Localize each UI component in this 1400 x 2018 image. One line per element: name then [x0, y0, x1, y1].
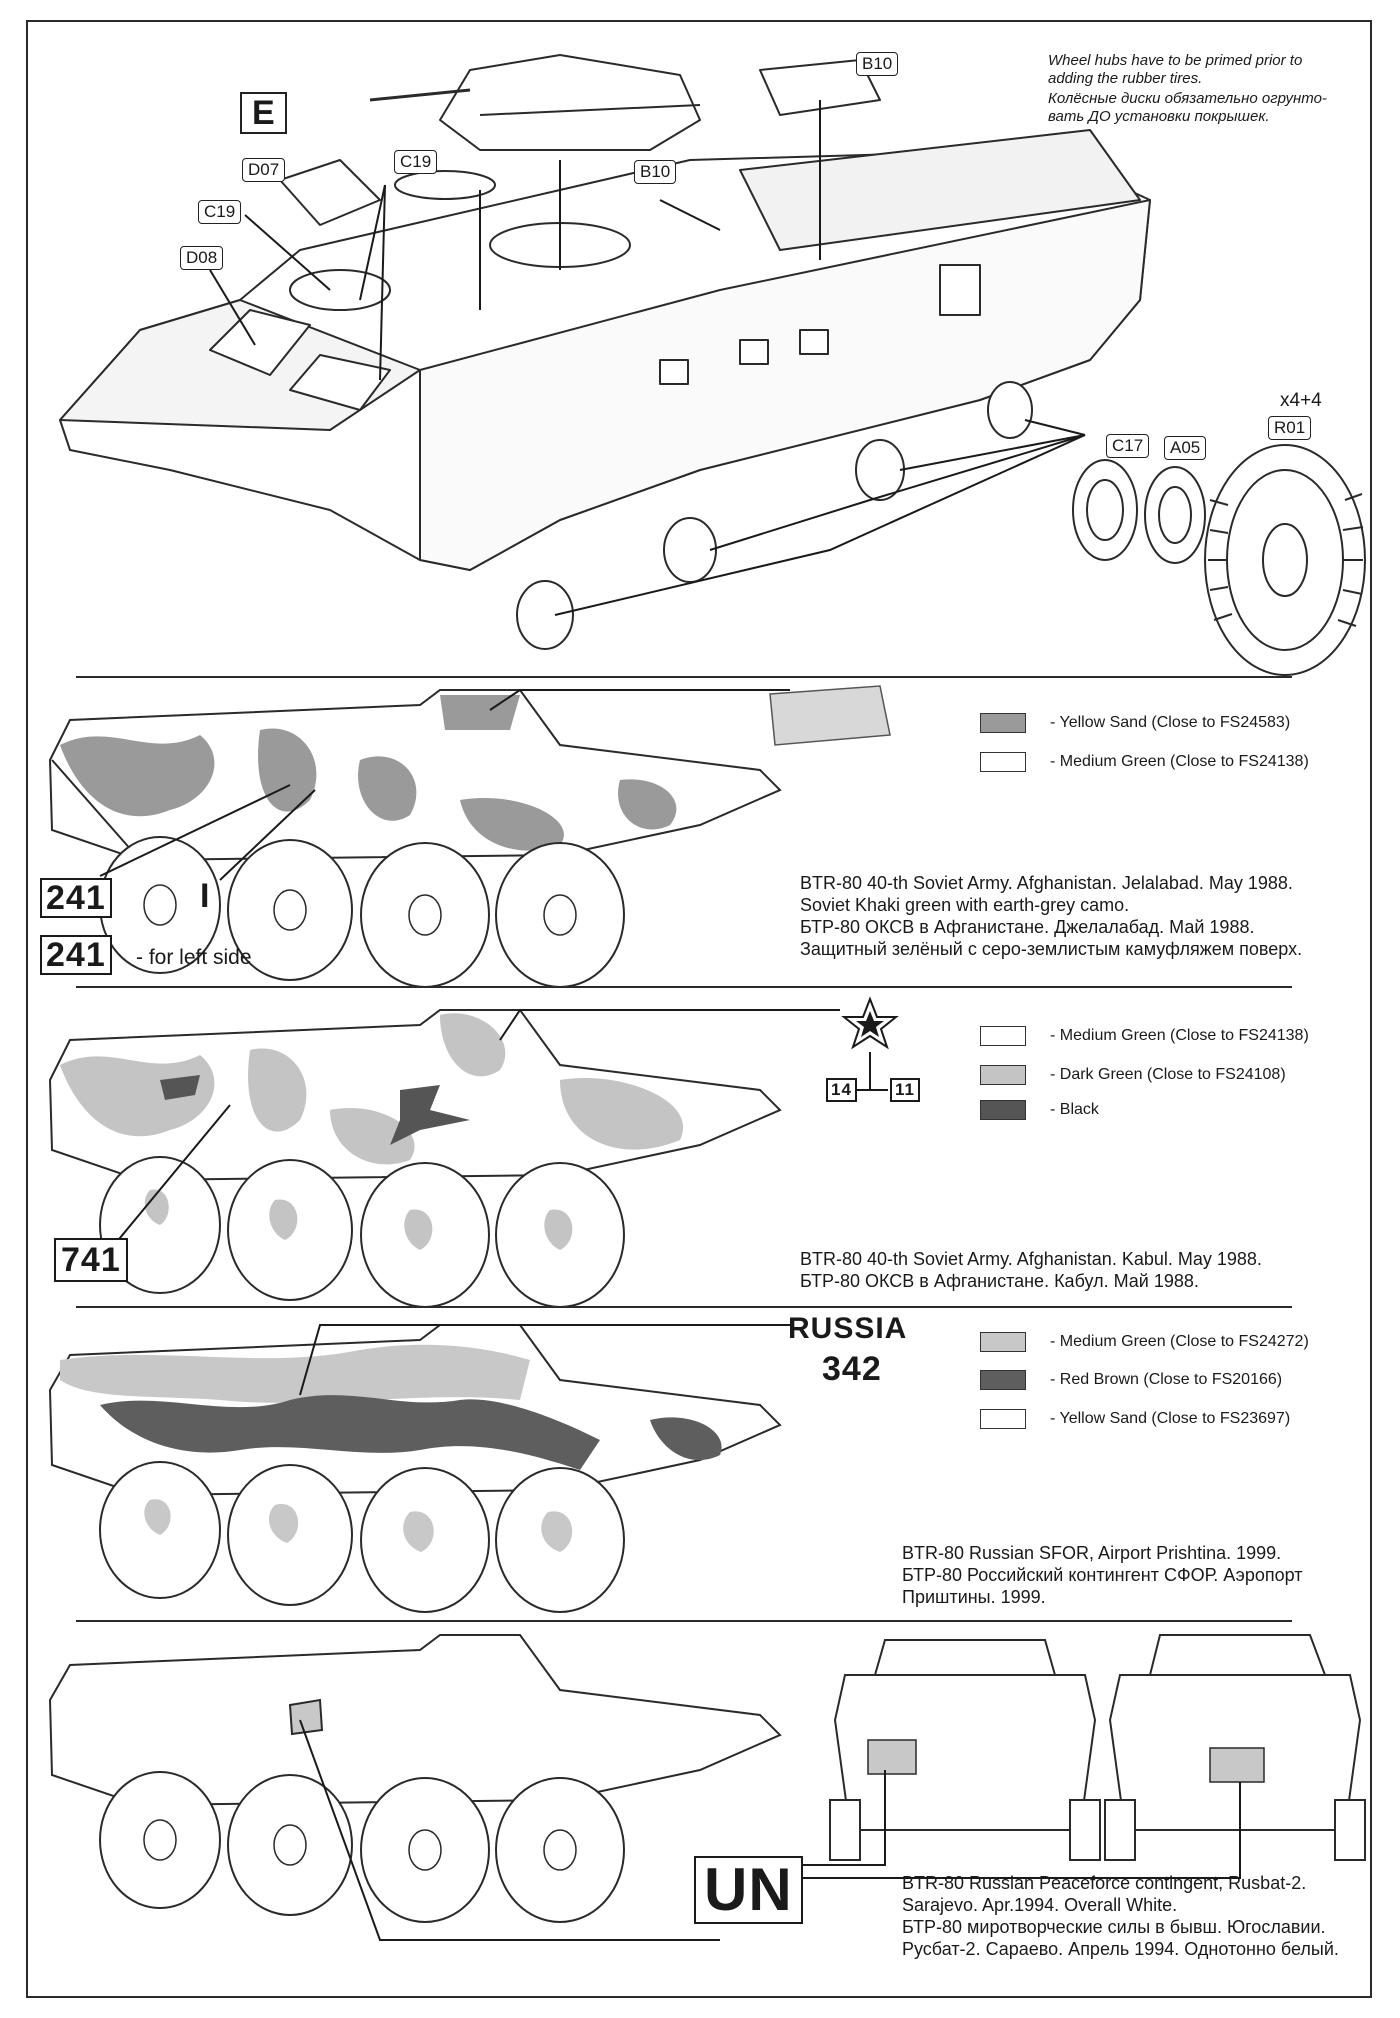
- part-label-b10-top: B10: [856, 52, 899, 76]
- marking-241-right: 241: [40, 878, 112, 918]
- scheme-3-caption-3: Приштины. 1999.: [902, 1587, 1046, 1607]
- scheme-2-caption-1: BTR-80 40-th Soviet Army. Afghanistan. K…: [800, 1249, 1262, 1269]
- part-label-c17: C17: [1106, 434, 1150, 458]
- separator-2: [76, 986, 1292, 988]
- part-label-b10-mid: B10: [634, 160, 677, 184]
- separator-1: [76, 676, 1292, 678]
- scheme-1-caption-2: Soviet Khaki green with earth-grey camo.: [800, 895, 1130, 915]
- swatch: [980, 1409, 1026, 1429]
- part-label-d08: D08: [180, 246, 224, 270]
- tire-quantity: x4+4: [1280, 390, 1322, 411]
- swatch: [980, 1332, 1026, 1352]
- swatch: [980, 1026, 1026, 1046]
- marking-241-left: 241: [40, 935, 112, 975]
- wheel-hub-note-en-2: adding the rubber tires.: [1048, 70, 1203, 87]
- scheme-4-caption-1: BTR-80 Russian Peaceforce contingent, Ru…: [902, 1873, 1307, 1893]
- marking-741: 741: [54, 1238, 128, 1282]
- wheel-hub-note-en-1: Wheel hubs have to be primed prior to: [1048, 52, 1303, 69]
- swatch: [980, 752, 1026, 772]
- assembly-drawing: [59, 54, 1366, 676]
- part-label-a05: A05: [1164, 436, 1207, 460]
- wheel-hub-note-ru-1: Колёсные диски обязательно огрунто-: [1048, 90, 1327, 107]
- marking-14: 14: [826, 1078, 857, 1102]
- scheme-4-caption-3: БТР-80 миротворческие силы в бывш. Югосл…: [902, 1917, 1326, 1937]
- part-label-d07: D07: [242, 158, 286, 182]
- swatch: [980, 713, 1026, 733]
- part-label-c19-lower: C19: [198, 200, 242, 224]
- marking-11: 11: [890, 1078, 920, 1102]
- swatch: [980, 1100, 1026, 1120]
- marking-342: 342: [822, 1350, 882, 1388]
- swatch: [980, 1065, 1026, 1085]
- scheme-2-caption-2: БТР-80 ОКСВ в Афганистане. Кабул. Май 19…: [800, 1271, 1199, 1291]
- scheme-3-caption-2: БТР-80 Российский контингент СФОР. Аэроп…: [902, 1565, 1303, 1585]
- page-frame: [26, 20, 1372, 1998]
- separator-3: [76, 1306, 1292, 1308]
- scheme-3-caption-1: BTR-80 Russian SFOR, Airport Prishtina. …: [902, 1543, 1282, 1563]
- wheel-hub-note-ru-2: вать ДО установки покрышек.: [1048, 108, 1270, 125]
- separator-4: [76, 1620, 1292, 1622]
- marking-un: UN: [694, 1856, 803, 1924]
- scheme-1-caption-3: БТР-80 ОКСВ в Афганистане. Джелалабад. М…: [800, 917, 1255, 937]
- marking-roman-one: I: [200, 877, 211, 915]
- swatch: [980, 1370, 1026, 1390]
- scheme-1-caption-1: BTR-80 40-th Soviet Army. Afghanistan. J…: [800, 873, 1293, 893]
- left-side-note: - for left side: [136, 946, 252, 969]
- scheme-4-caption-2: Sarajevo. Apr.1994. Overall White.: [902, 1895, 1178, 1915]
- marking-russia: RUSSIA: [788, 1312, 908, 1345]
- part-label-r01: R01: [1268, 416, 1312, 440]
- scheme-1-caption-4: Защитный зелёный с серо-землистым камуфл…: [800, 939, 1303, 959]
- scheme-4-caption-4: Русбат-2. Сараево. Апрель 1994. Однотонн…: [902, 1939, 1339, 1959]
- part-label-e: E: [240, 92, 287, 134]
- part-label-c19-upper: C19: [394, 150, 438, 174]
